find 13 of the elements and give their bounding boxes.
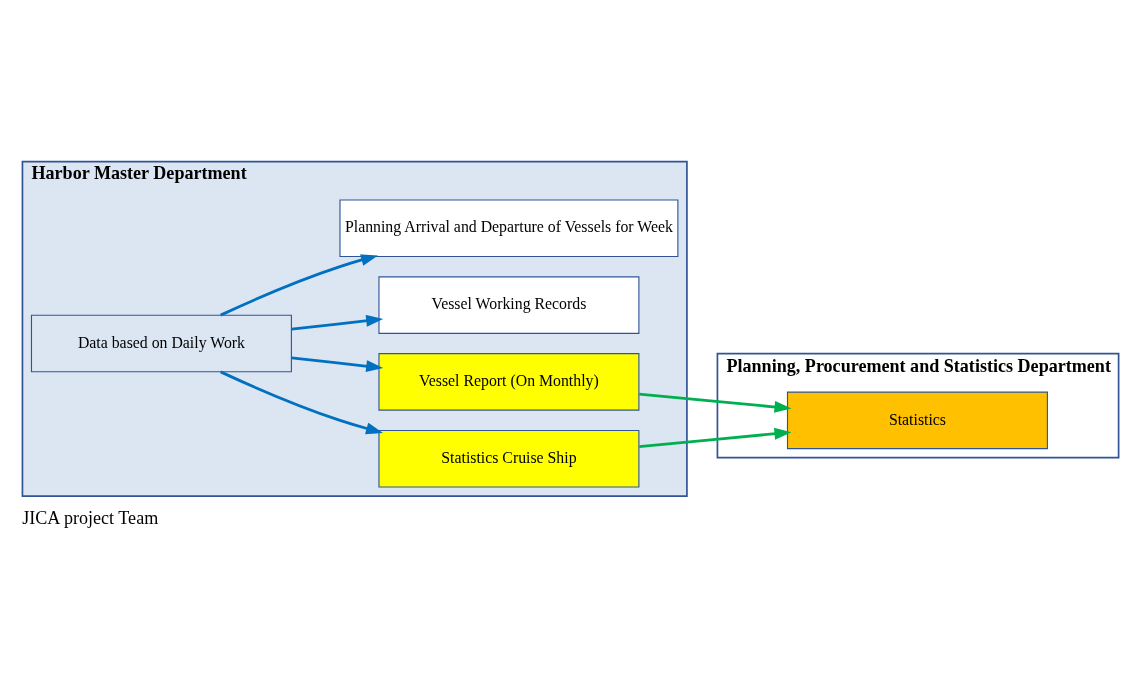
arrow xyxy=(291,314,384,331)
node-box: Statistics Cruise Ship xyxy=(378,429,640,488)
node-box: Planning Arrival and Departure of Vessels for Week xyxy=(339,199,679,258)
node-box: Statistics xyxy=(786,391,1048,450)
arrow xyxy=(291,356,384,373)
caption: JICA project Team xyxy=(22,508,159,529)
node-box: Vessel Working Records xyxy=(378,276,640,334)
arrow xyxy=(220,254,379,317)
node-box: Data based on Daily Work xyxy=(30,314,292,373)
arrow xyxy=(220,370,383,435)
arrow xyxy=(639,392,792,413)
arrow xyxy=(639,427,792,448)
node-box: Vessel Report (On Monthly) xyxy=(378,353,640,411)
